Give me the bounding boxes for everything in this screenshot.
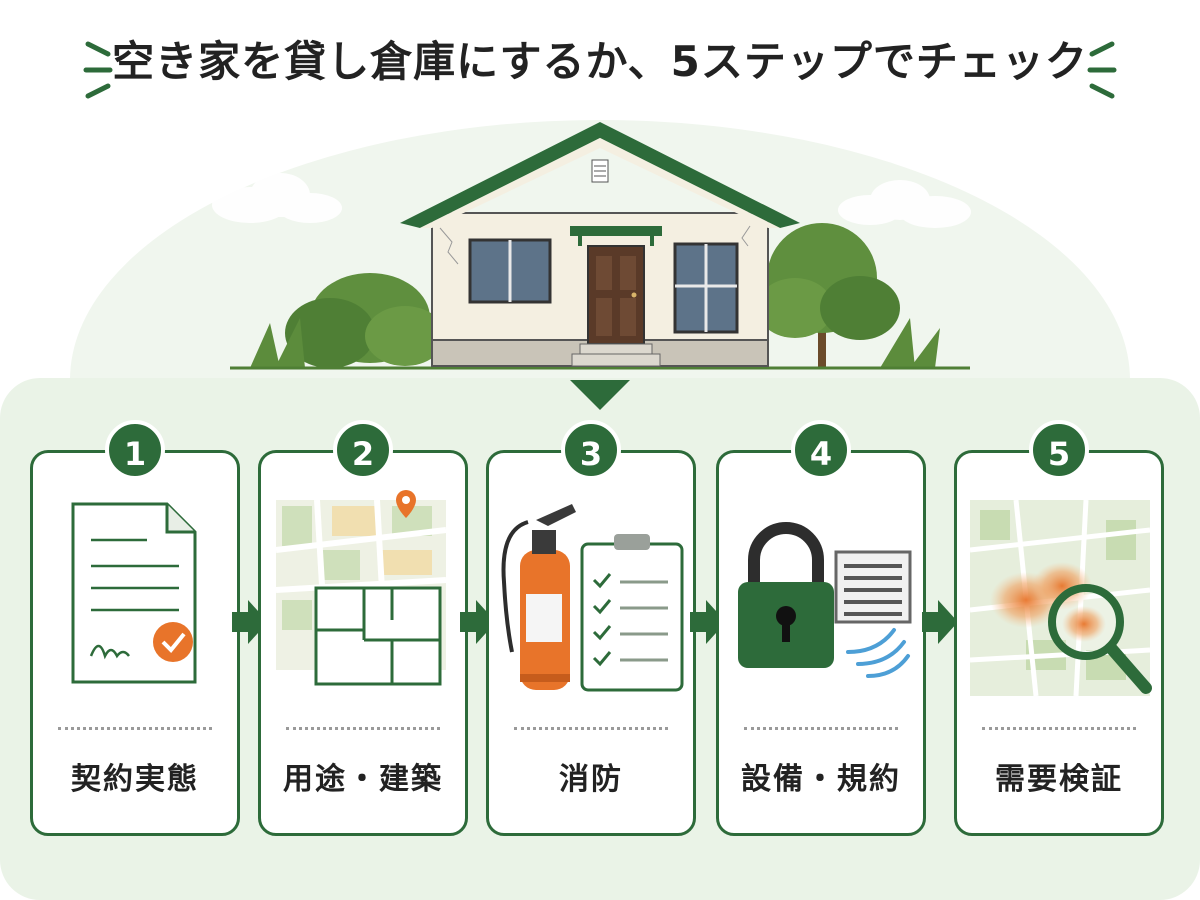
fire-extinguisher-checklist-icon bbox=[501, 504, 684, 692]
step-label-4: 設備・規約 bbox=[741, 762, 901, 797]
arrow-right-icon bbox=[690, 600, 726, 644]
step-divider-2 bbox=[286, 727, 440, 730]
pointer-triangle-icon bbox=[570, 380, 630, 410]
arrow-right-icon bbox=[922, 600, 958, 644]
title-spark-left-icon bbox=[83, 41, 113, 99]
step-divider-4 bbox=[744, 727, 898, 730]
step-label-1: 契約実態 bbox=[71, 762, 199, 797]
step-divider-5 bbox=[982, 727, 1136, 730]
step-number-2: 2 bbox=[333, 420, 393, 480]
step-label-3: 消防 bbox=[559, 762, 623, 797]
padlock-vent-icon bbox=[738, 522, 912, 678]
step-divider-3 bbox=[514, 727, 668, 730]
cloud-right bbox=[838, 180, 971, 228]
step-number-1: 1 bbox=[105, 420, 165, 480]
step-label-5: 需要検証 bbox=[995, 762, 1123, 797]
step-divider-1 bbox=[58, 727, 212, 730]
arrow-right-icon bbox=[460, 600, 496, 644]
step-label-2: 用途・建築 bbox=[283, 762, 443, 797]
bush-left-icon bbox=[250, 273, 445, 368]
arrow-right-icon bbox=[232, 600, 268, 644]
house-icon bbox=[230, 122, 970, 370]
contract-document-icon bbox=[71, 502, 197, 684]
heatmap-magnifier-icon bbox=[969, 499, 1152, 697]
page-title: 空き家を貸し倉庫にするか、5ステップでチェック bbox=[112, 37, 1088, 86]
step-number-5: 5 bbox=[1029, 420, 1089, 480]
step-number-3: 3 bbox=[561, 420, 621, 480]
cloud-left bbox=[212, 173, 342, 223]
map-floorplan-icon bbox=[275, 490, 447, 686]
title-spark-right-icon bbox=[1087, 41, 1117, 99]
tree-right-icon bbox=[757, 223, 940, 368]
step-number-4: 4 bbox=[791, 420, 851, 480]
